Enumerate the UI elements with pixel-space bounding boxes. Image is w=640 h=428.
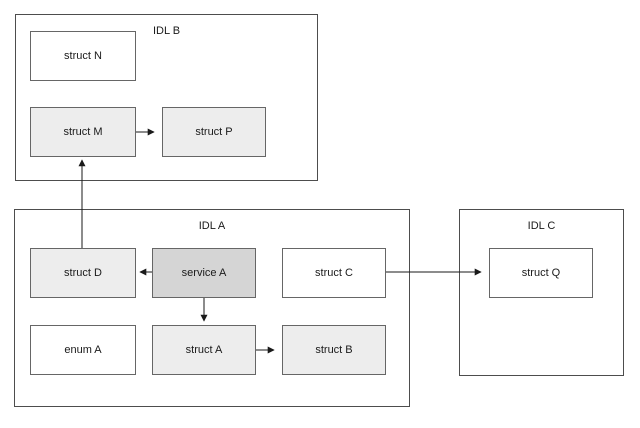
node-struct-q[interactable]: struct Q — [489, 248, 593, 298]
node-struct-b[interactable]: struct B — [282, 325, 386, 375]
node-service-a[interactable]: service A — [152, 248, 256, 298]
container-idl-c[interactable] — [459, 209, 624, 376]
node-struct-p[interactable]: struct P — [162, 107, 266, 157]
container-idl-a[interactable] — [14, 209, 410, 407]
container-idl-b-label: IDL B — [152, 25, 181, 37]
node-enum-a[interactable]: enum A — [30, 325, 136, 375]
node-struct-d[interactable]: struct D — [30, 248, 136, 298]
container-idl-c-label: IDL C — [527, 220, 556, 232]
node-struct-a[interactable]: struct A — [152, 325, 256, 375]
node-struct-m[interactable]: struct M — [30, 107, 136, 157]
container-idl-b[interactable] — [15, 14, 318, 181]
node-struct-c[interactable]: struct C — [282, 248, 386, 298]
container-idl-a-label: IDL A — [198, 220, 226, 232]
node-struct-n[interactable]: struct N — [30, 31, 136, 81]
